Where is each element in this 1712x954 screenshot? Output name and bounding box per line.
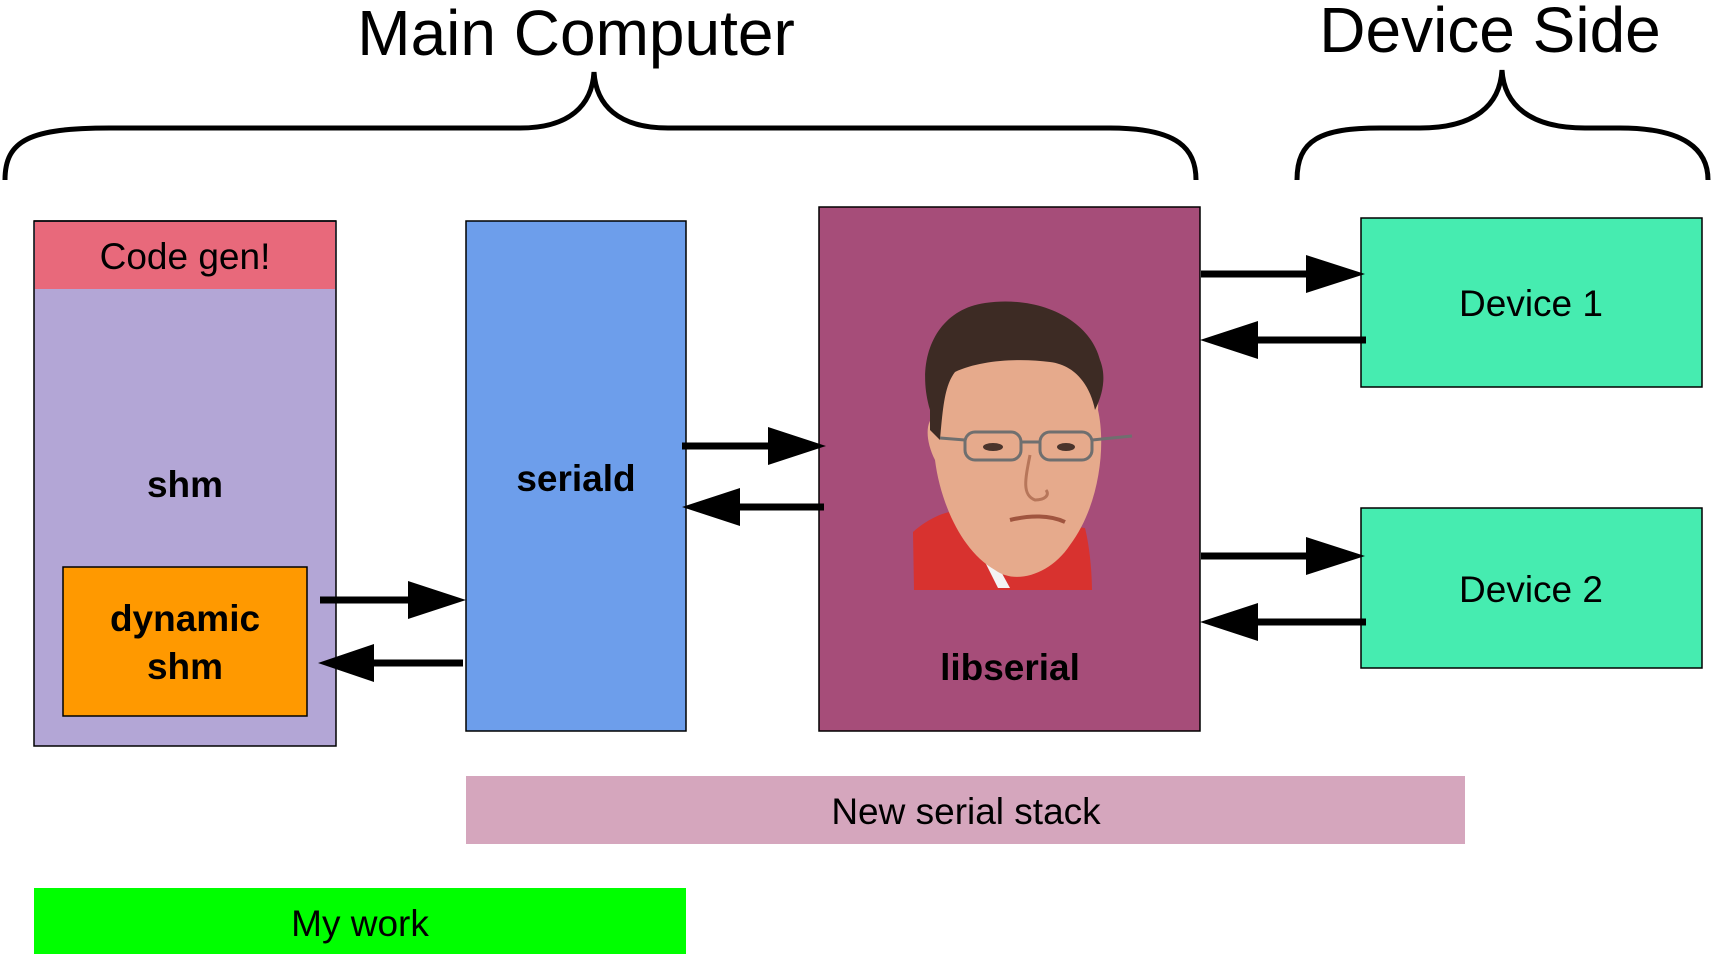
arrow-seriald-to-dynamic-shm [318,644,463,682]
device2-label: Device 2 [1459,569,1603,610]
new-serial-stack-bar [466,776,1465,844]
arrow-libserial-to-seriald [682,488,824,526]
my-work-bar [34,888,686,954]
shm-label: shm [147,464,223,505]
dynamic-shm-label-line1: dynamic [110,598,260,639]
device1-label: Device 1 [1459,283,1603,324]
seriald-block [465,220,687,732]
device-side-brace [1294,69,1711,181]
code-gen-header [35,222,335,289]
seriald-label: seriald [516,458,635,499]
dynamic-shm-block [62,566,308,717]
person-photo [913,301,1133,590]
device1-block [1360,217,1703,388]
arrow-device2-to-libserial [1200,603,1366,641]
device-side-heading: Device Side [1319,0,1661,66]
main-computer-heading: Main Computer [357,0,795,69]
arrow-seriald-to-libserial [682,427,826,465]
arrow-libserial-to-device2 [1201,537,1365,575]
arrow-dynamic-shm-to-seriald [320,581,466,619]
arrow-device1-to-libserial [1200,321,1366,359]
arrow-libserial-to-device1 [1201,255,1365,293]
main-computer-brace [2,71,1199,181]
new-serial-stack-label: New serial stack [831,791,1101,832]
libserial-label: libserial [940,647,1080,688]
dynamic-shm-label-line2: shm [147,646,223,687]
my-work-label: My work [291,903,429,944]
device2-block [1360,507,1703,669]
code-gen-label: Code gen! [100,236,271,277]
